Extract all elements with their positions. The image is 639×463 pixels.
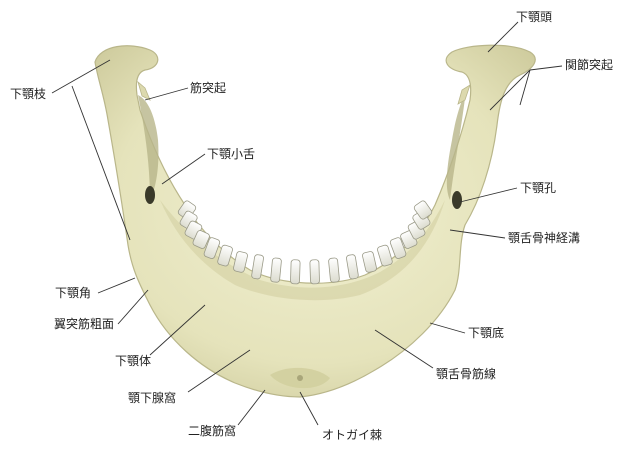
leader-condyle-head <box>487 21 519 53</box>
right-coronoid-process <box>457 84 471 105</box>
label-base: 下顎底 <box>468 326 505 340</box>
leader-lines <box>51 21 563 426</box>
leader-ramus-1 <box>51 59 111 94</box>
tooth <box>362 251 377 273</box>
tooth <box>328 257 340 283</box>
tooth <box>346 254 359 280</box>
leader-body <box>149 304 206 356</box>
leader-mental-spine <box>299 391 319 426</box>
leader-lingula <box>161 153 206 185</box>
label-coronoid-process: 筋突起 <box>190 81 227 95</box>
label-mandibular-foramen: 下顎孔 <box>520 181 557 195</box>
tooth <box>192 230 210 249</box>
label-lingula: 下顎小舌 <box>207 147 256 161</box>
inner-arch-shadow <box>160 200 445 301</box>
leader-foramen <box>459 187 518 203</box>
leader-ramus-2 <box>71 85 131 241</box>
label-digastric-fossa: 二腹筋窩 <box>188 424 237 438</box>
tooth <box>389 237 407 259</box>
leader-coronoid <box>144 87 189 101</box>
leader-condylar-2 <box>489 69 531 111</box>
teeth-row <box>177 200 433 285</box>
leader-angle <box>97 277 136 294</box>
label-mental-spine: オトガイ棘 <box>322 428 383 442</box>
left-mandibular-foramen <box>145 186 155 204</box>
label-ramus: 下顎枝 <box>10 87 47 101</box>
label-submandibular-fossa: 顎下腺窩 <box>128 391 177 405</box>
right-mandibular-foramen <box>452 191 462 209</box>
tooth <box>309 259 320 285</box>
tooth <box>413 200 433 220</box>
leader-submandibular <box>187 349 251 393</box>
tooth <box>251 254 264 280</box>
label-angle: 下顎角 <box>55 286 92 300</box>
tooth <box>203 237 221 259</box>
leader-condylar-3 <box>519 69 531 106</box>
label-condyle-head: 下顎頭 <box>516 10 553 24</box>
label-condylar-process: 関節突起 <box>565 58 614 72</box>
mandible-bone <box>94 44 536 398</box>
label-mylohyoid-groove: 顎舌骨神経溝 <box>508 231 581 245</box>
tooth <box>233 251 248 273</box>
leader-digastric <box>237 389 266 426</box>
tooth <box>377 244 393 267</box>
tooth <box>290 259 301 285</box>
label-body: 下顎体 <box>115 354 152 368</box>
mental-spine-mark <box>297 375 303 381</box>
label-mylohyoid-line: 顎舌骨筋線 <box>436 367 497 381</box>
leader-mylohyoid-line <box>374 329 434 369</box>
left-ramus-shadow <box>138 95 159 200</box>
tooth <box>270 257 282 283</box>
leader-base <box>429 322 466 334</box>
leader-condylar-1 <box>529 65 563 71</box>
leader-mylohyoid-groove <box>449 229 506 239</box>
right-ramus-shadow <box>446 90 466 200</box>
left-coronoid-process <box>137 80 151 101</box>
leader-pterygoid <box>117 289 149 325</box>
tooth <box>217 244 233 267</box>
label-pterygoid-tuberosity: 翼突筋粗面 <box>54 317 115 331</box>
